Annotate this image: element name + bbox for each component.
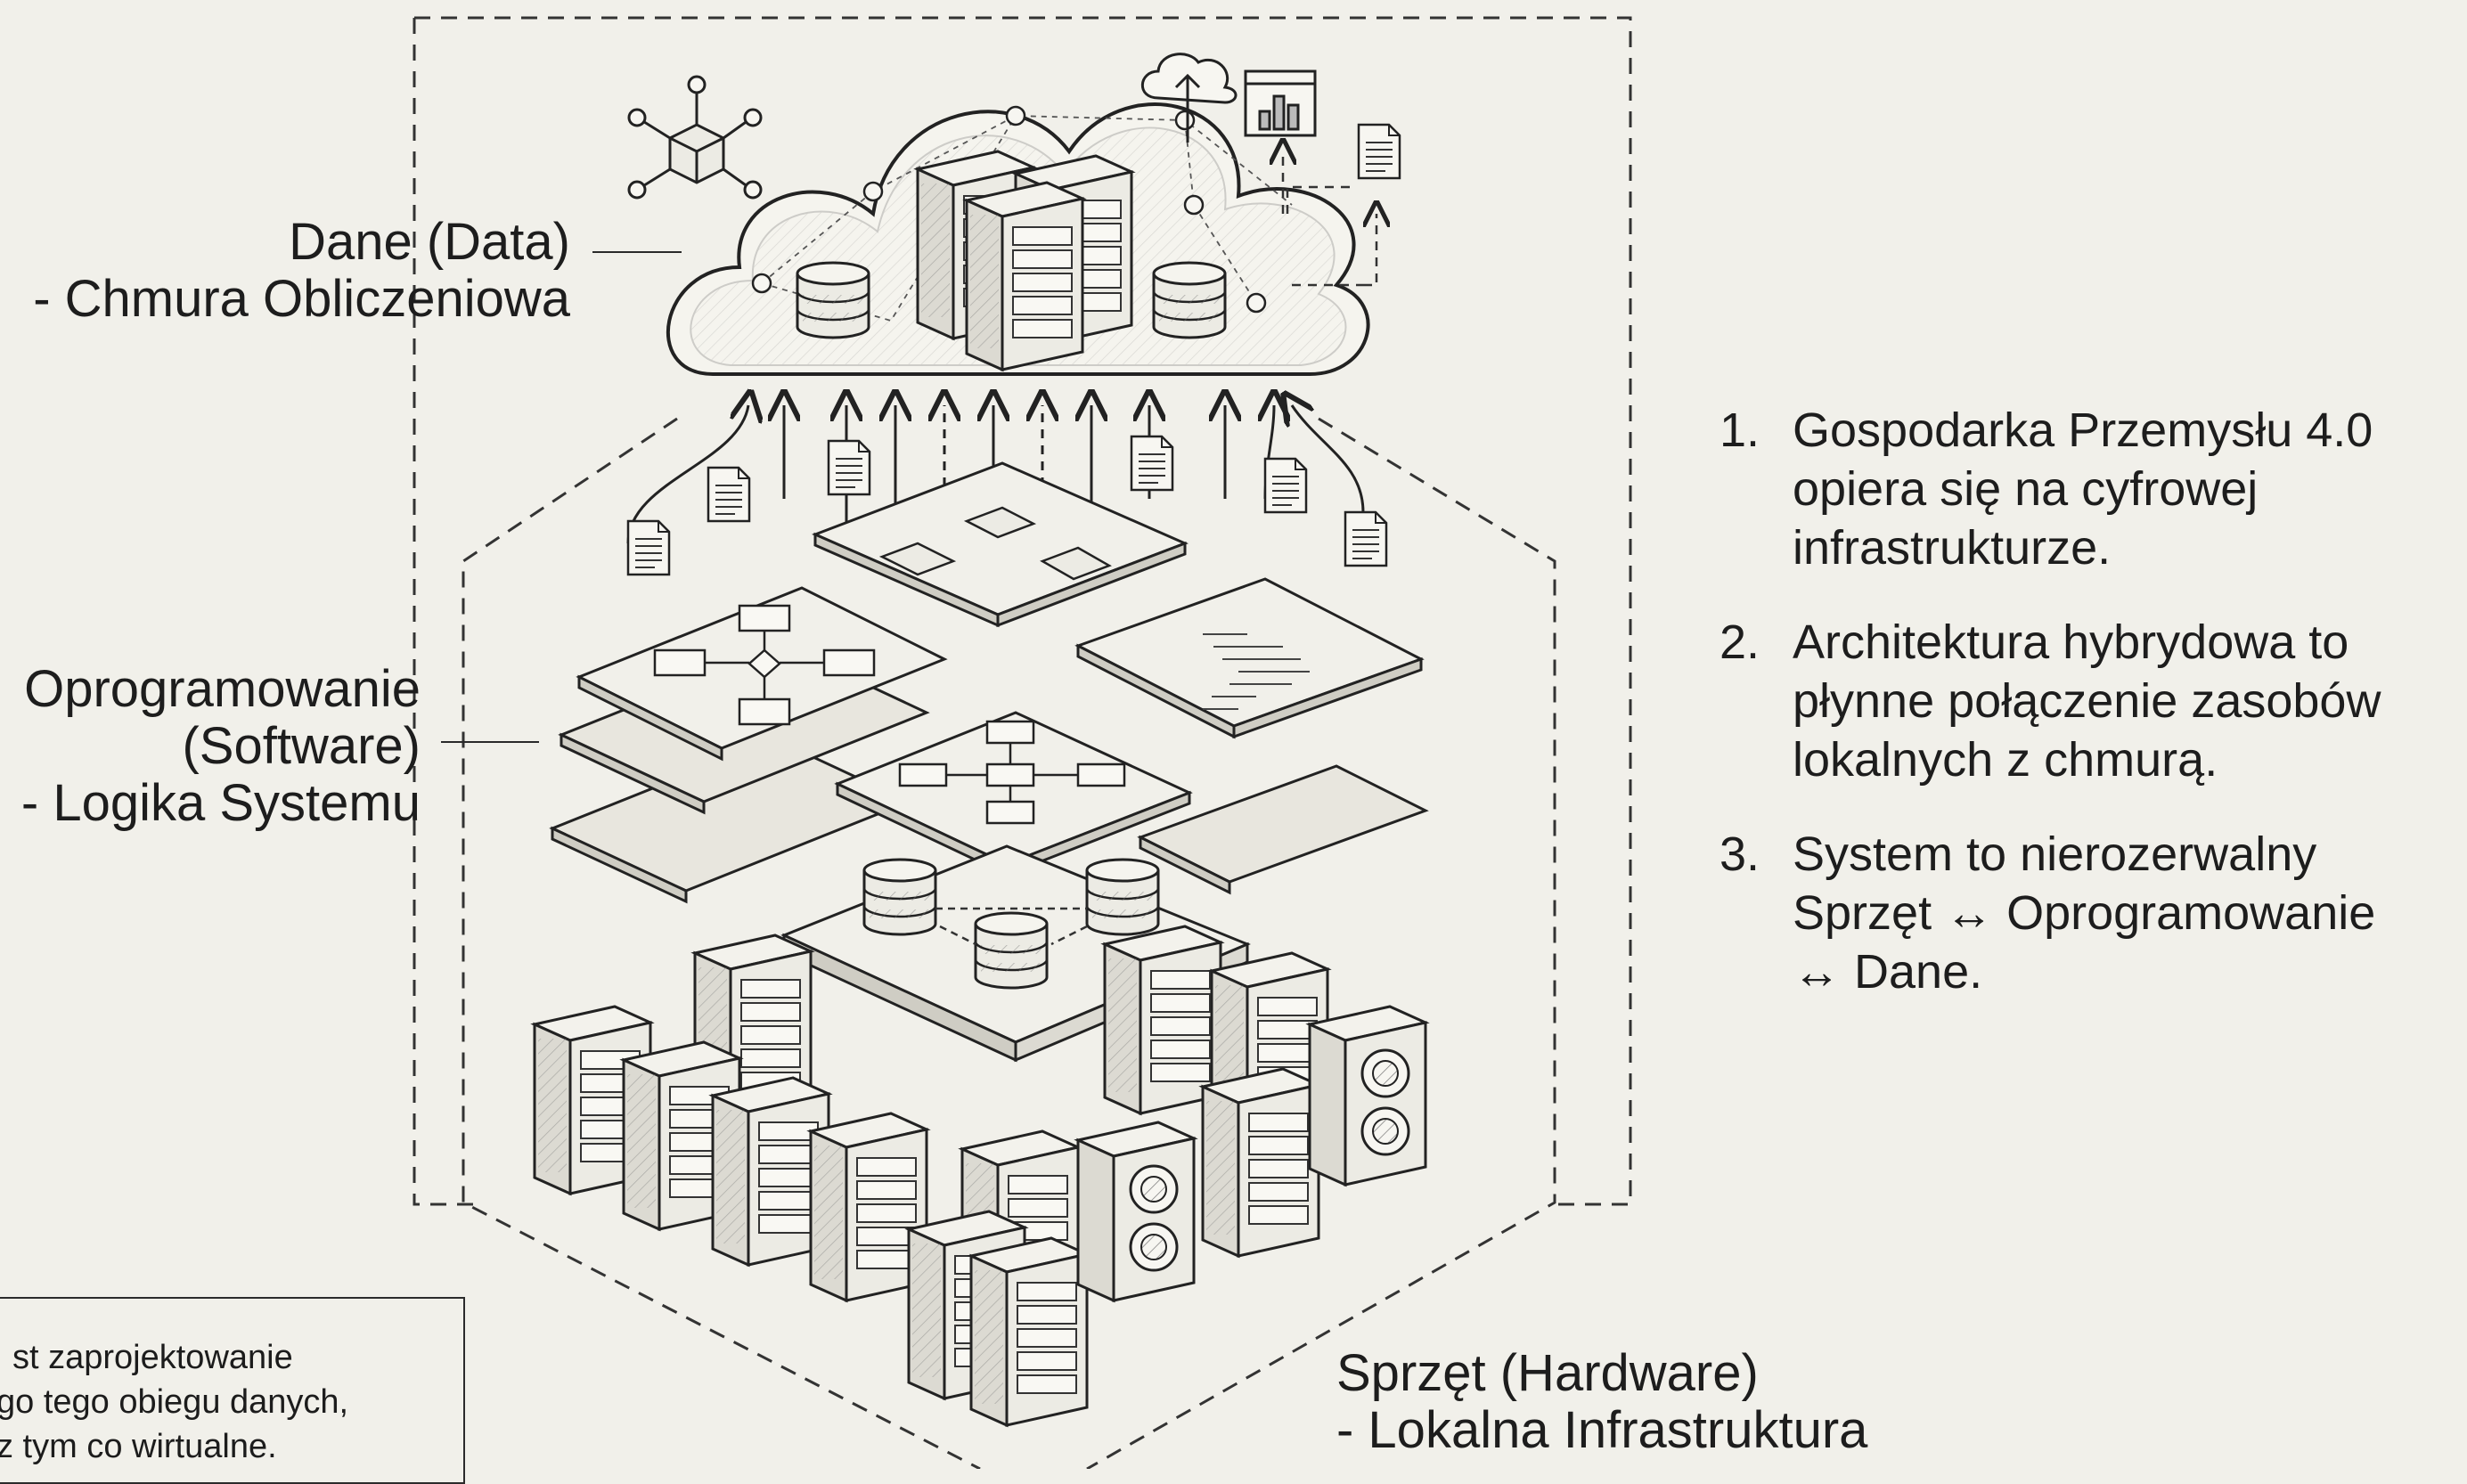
software-label-subtitle: - Logika Systemu (20, 774, 421, 832)
database-icon (974, 911, 1049, 990)
document-icon (707, 466, 751, 523)
key-point-line: Architektura hybrydowa to (1793, 616, 2349, 669)
software-label-alias: (Software) (182, 717, 421, 775)
key-point-line: opiera się na cyfrowej (1793, 462, 2259, 516)
data-label-subtitle: - Chmura Obliczeniowa (33, 270, 570, 328)
isometric-dashed-boundary (462, 417, 1556, 1469)
fan-tower-icon (1308, 1005, 1427, 1186)
document-icon (827, 439, 871, 496)
cloud-upload-icon (1140, 53, 1238, 143)
code-panel-icon (1203, 633, 1310, 710)
software-label-title: Oprogramowanie (24, 660, 421, 718)
note-line: z tym co wirtualne. (0, 1428, 277, 1465)
database-icon (862, 858, 937, 936)
software-leader-line (441, 741, 539, 743)
data-label-title: Dane (Data) (289, 213, 570, 271)
key-point-2: 2. Architektura hybrydowa to płynne połą… (1720, 613, 2459, 789)
note-line: go tego obiegu danych, (0, 1383, 349, 1421)
server-rack-icon (965, 181, 1084, 371)
key-point-number: 1. (1720, 404, 1760, 457)
database-icon (796, 261, 870, 339)
bar-chart-window-icon (1244, 69, 1317, 137)
outer-dashed-frame (413, 16, 1632, 1206)
data-layer-label: Dane (Data) - Chmura Obliczeniowa (0, 214, 570, 328)
key-point-line: infrastrukturze. (1793, 521, 2112, 575)
document-icon (626, 519, 671, 576)
hardware-layer-label: Sprzęt (Hardware) - Lokalna Infrastruktu… (1336, 1345, 1867, 1459)
key-point-line: System to nierozerwalny (1793, 828, 2317, 881)
document-icon (1357, 123, 1401, 180)
note-line: st zaprojektowanie (12, 1339, 293, 1376)
document-icon (1130, 435, 1174, 492)
key-point-line: Sprzęt ↔ Oprogramowanie (1793, 886, 2376, 940)
key-point-line: Gospodarka Przemysłu 4.0 (1793, 404, 2373, 457)
summary-note-box: st zaprojektowanie go tego obiegu danych… (0, 1297, 465, 1484)
key-point-3: 3. System to nierozerwalny Sprzęt ↔ Opro… (1720, 825, 2459, 1001)
key-point-number: 3. (1720, 828, 1760, 881)
key-points-list: 1. Gospodarka Przemysłu 4.0 opiera się n… (1720, 401, 2459, 1037)
key-point-line: płynne połączenie zasobów (1793, 674, 2381, 728)
key-point-line: lokalnych z chmurą. (1793, 733, 2218, 787)
hardware-label-title: Sprzęt (Hardware) (1336, 1344, 1759, 1402)
key-point-1: 1. Gospodarka Przemysłu 4.0 opiera się n… (1720, 401, 2459, 577)
hardware-label-subtitle: - Lokalna Infrastruktura (1336, 1401, 1868, 1459)
data-leader-line (592, 251, 682, 253)
software-layers (549, 461, 1429, 904)
document-icon (1344, 510, 1388, 567)
network-cube-icon (627, 75, 763, 200)
fan-tower-icon (1076, 1121, 1196, 1302)
flowchart-panel-icon (653, 604, 876, 726)
key-point-line: ↔ Dane. (1793, 945, 1983, 999)
document-icon (1263, 457, 1308, 514)
database-icon (1085, 858, 1160, 936)
software-layer-label: Oprogramowanie (Software) - Logika Syste… (0, 661, 421, 832)
chip-board-icon (878, 506, 1112, 581)
database-icon (1152, 261, 1227, 339)
key-point-number: 2. (1720, 616, 1760, 669)
